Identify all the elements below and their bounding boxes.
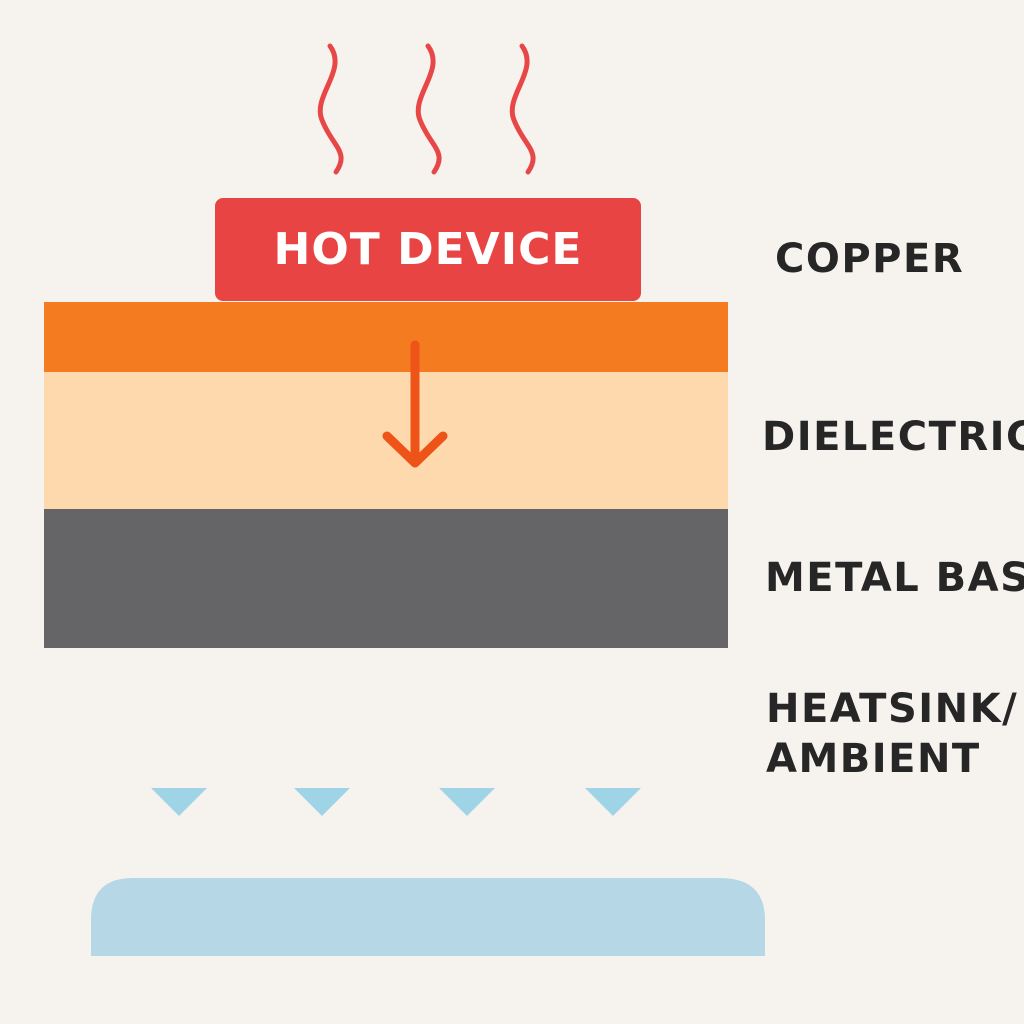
dielectric-label: DIELECTRIC [762,414,1024,460]
heatsink-label: HEATSINK/ AMBIENT [766,684,1018,784]
heat-waves [317,43,536,175]
heatsink-label-line2: AMBIENT [766,736,981,782]
cooling-arrow-icon [294,788,350,816]
cooling-arrow-icon [439,788,495,816]
heat-wave-icon [509,43,536,175]
cooling-arrow-icon [151,788,207,816]
metal-base-layer [44,509,728,648]
cooling-arrows [151,788,641,816]
copper-layer [44,302,728,372]
heat-wave-icon [415,43,442,175]
heatsink-label-line1: HEATSINK/ [766,686,1019,732]
hot-device: HOT DEVICE [215,198,641,301]
hot-device-label: HOT DEVICE [273,224,583,275]
copper-label: COPPER [775,236,965,282]
heatsink-block [91,878,765,956]
cooling-arrow-icon [585,788,641,816]
heat-flow-arrow-icon [382,340,448,468]
metal-base-label: METAL BASE [765,555,1024,601]
heat-wave-icon [317,43,344,175]
